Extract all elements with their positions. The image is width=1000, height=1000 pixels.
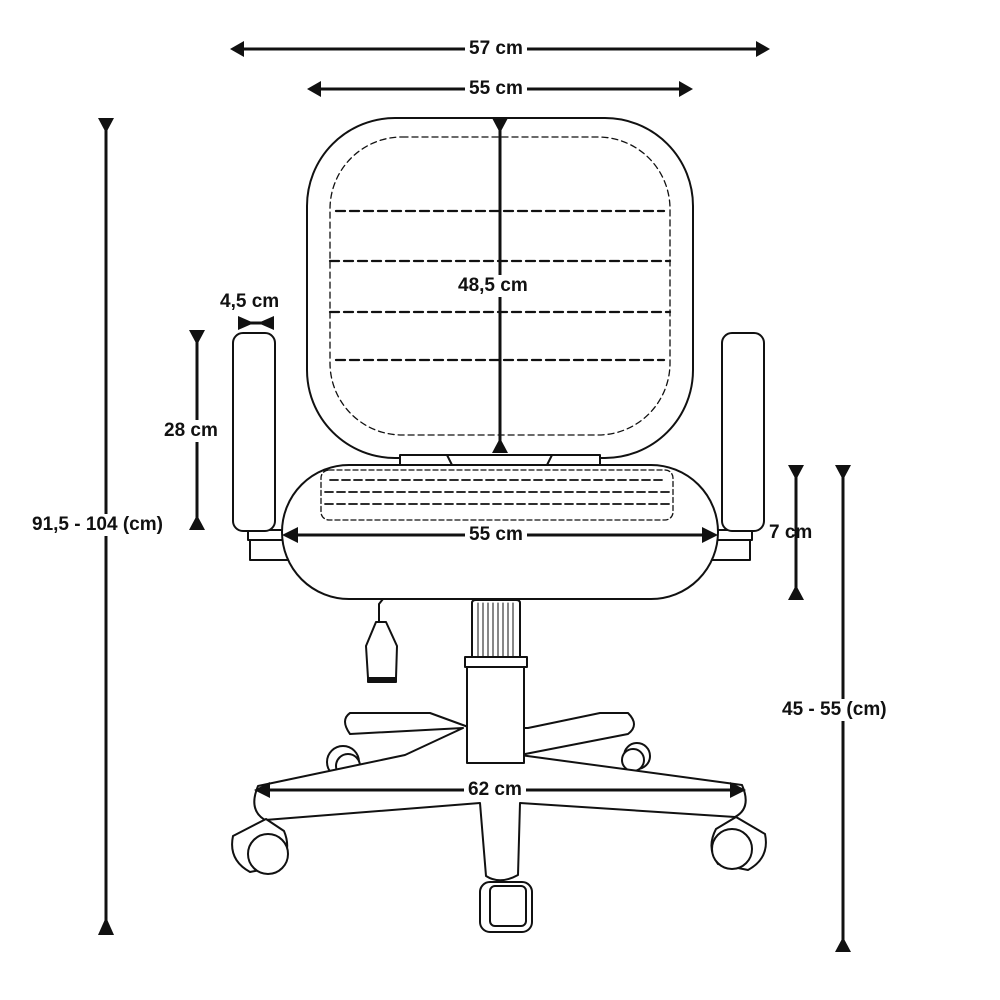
caster-left: [231, 818, 289, 875]
armrest-length-label: 28 cm: [160, 420, 222, 442]
armrest-width-label: 4,5 cm: [220, 291, 280, 312]
seat-height-label: 45 - 55 (cm): [778, 699, 891, 721]
seat-width-label: 55 cm: [465, 524, 527, 546]
height-lever: [365, 598, 398, 683]
seat-thickness-label: 7 cm: [769, 522, 813, 543]
caster-right: [710, 816, 767, 871]
caster-front: [479, 881, 533, 933]
backrest-height-label: 48,5 cm: [454, 275, 532, 297]
seat-thickness-dimension: [788, 465, 804, 600]
gas-cylinder: [466, 664, 525, 764]
right-armrest: [721, 332, 765, 532]
armrest-width-dimension: [238, 316, 274, 330]
gas-lift-sleeve: [464, 599, 528, 668]
base-diameter-label: 62 cm: [464, 779, 526, 801]
total-height-label: 91,5 - 104 (cm): [28, 514, 167, 536]
backrest-width-label: 55 cm: [465, 78, 527, 100]
back-caster-right: [621, 742, 651, 772]
left-armrest: [232, 332, 276, 532]
overall-width-label: 57 cm: [465, 38, 527, 60]
